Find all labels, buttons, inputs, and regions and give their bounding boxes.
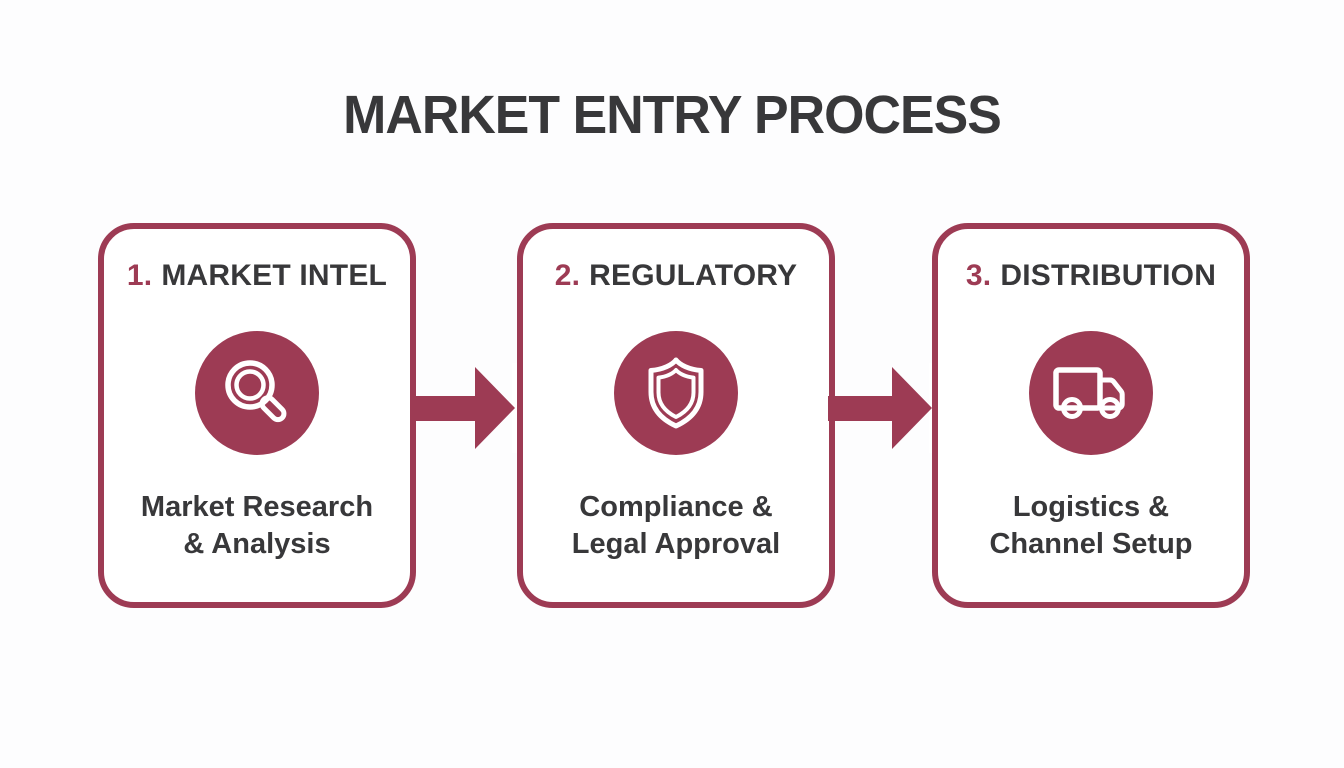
step-description-line1: Market Research — [140, 491, 374, 523]
step-description: Logistics & Channel Setup — [989, 489, 1192, 563]
step-header: 3.DISTRIBUTION — [966, 259, 1216, 293]
step-label: DISTRIBUTION — [1000, 259, 1217, 292]
step-description-line1: Logistics & — [1012, 491, 1170, 523]
step-card-regulatory: 2.REGULATORY Compliance & Legal Approval — [517, 223, 835, 608]
step-description-line2: & Analysis — [183, 528, 331, 560]
step-number: 3. — [965, 259, 992, 292]
arrow-right-icon — [828, 363, 944, 453]
step-label: MARKET INTEL — [161, 259, 388, 292]
step-label: REGULATORY — [589, 259, 798, 292]
step-description-line2: Legal Approval — [571, 528, 781, 560]
step-description-line2: Channel Setup — [989, 528, 1193, 560]
step-description-line1: Compliance & — [579, 491, 773, 523]
step-card-distribution: 3.DISTRIBUTION Logistics & Channel Setup — [932, 223, 1250, 608]
step-header: 2.REGULATORY — [555, 259, 798, 293]
step-description: Compliance & Legal Approval — [572, 489, 780, 563]
shield-icon — [614, 331, 738, 455]
step-number: 1. — [126, 259, 153, 292]
arrow-right-icon — [411, 363, 527, 453]
step-number: 2. — [554, 259, 581, 292]
truck-icon — [1029, 331, 1153, 455]
magnifier-icon — [195, 331, 319, 455]
page-title: MARKET ENTRY PROCESS — [343, 85, 1002, 145]
step-card-market-intel: 1.MARKET INTEL Market Research & Analysi… — [98, 223, 416, 608]
step-description: Market Research & Analysis — [141, 489, 373, 563]
step-header: 1.MARKET INTEL — [127, 259, 387, 293]
